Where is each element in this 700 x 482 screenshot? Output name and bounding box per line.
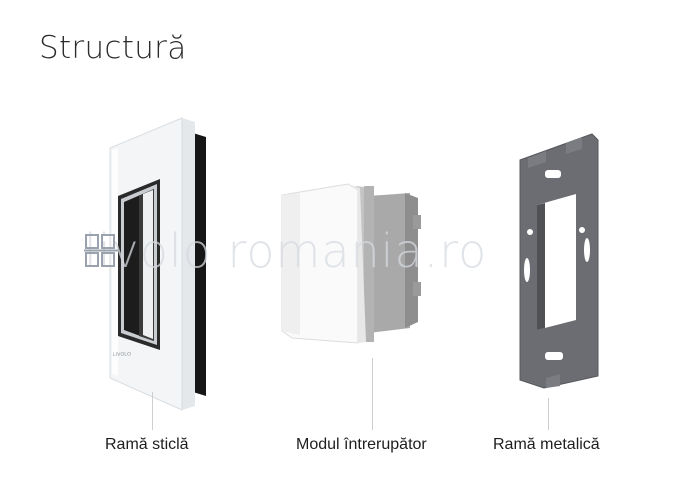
label-switch-module: Modul întrerupător [296, 436, 427, 453]
switch-module-icon [281, 183, 421, 344]
leader-line-module [372, 358, 373, 430]
watermark-text: livolo romania.ro [84, 224, 488, 278]
brand-mark: LIVOLO [113, 351, 131, 358]
leader-line-metal [548, 398, 549, 430]
page-title: Structură [39, 30, 187, 66]
label-glass-frame: Ramă sticlă [105, 436, 189, 453]
label-metal-frame: Ramă metalică [493, 436, 600, 453]
metal-frame-icon [519, 133, 599, 389]
watermark-logo-icon [84, 234, 118, 267]
leader-line-glass [152, 392, 153, 430]
